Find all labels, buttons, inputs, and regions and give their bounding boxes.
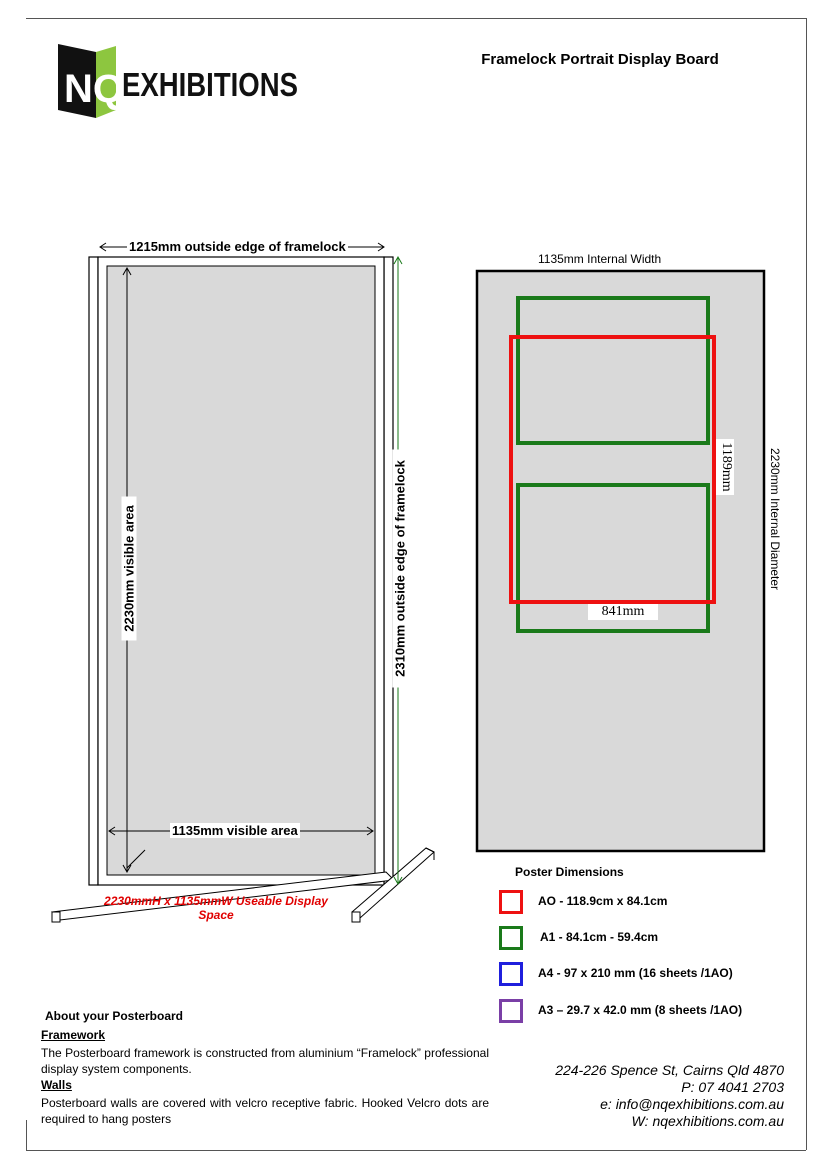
- usable-space-label: 2230mmH x 1135mmW Useable Display Space: [104, 894, 328, 922]
- internal-width-label: 1135mm Internal Width: [538, 252, 662, 266]
- a4-legend-swatch: [499, 962, 523, 986]
- outside-height-label: 2310mm outside edge of framelock: [392, 449, 408, 688]
- nq-exhibitions-logo: NQ EXHIBITIONS: [58, 44, 298, 118]
- about-title: About your Posterboard: [45, 1009, 184, 1023]
- page-border-bottom: [26, 1150, 806, 1151]
- page-border-left: [26, 1120, 27, 1150]
- contact-email[interactable]: e: info@nqexhibitions.com.au: [600, 1096, 784, 1112]
- page-border-right: [806, 18, 807, 1150]
- framework-heading: Framework: [41, 1028, 106, 1042]
- internal-height-label: 2230mm Internal Diameter: [768, 447, 782, 591]
- visible-height-label: 2230mm visible area: [121, 496, 137, 641]
- a0-width-label: 841mm: [588, 604, 658, 620]
- a1-legend-swatch: [499, 926, 523, 950]
- framework-text: The Posterboard framework is constructed…: [41, 1046, 489, 1076]
- visible-width-label: 1135mm visible area: [170, 823, 300, 838]
- logo-text: EXHIBITIONS: [122, 66, 298, 103]
- a3-legend-label: A3 – 29.7 x 42.0 mm (8 sheets /1AO): [538, 1003, 743, 1017]
- a0-legend-swatch: [499, 890, 523, 914]
- walls-heading: Walls: [41, 1078, 72, 1092]
- a1-legend-label: A1 - 84.1cm - 59.4cm: [540, 930, 659, 944]
- internal-panel: [475, 269, 766, 853]
- document-title: Framelock Portrait Display Board: [481, 51, 719, 68]
- outside-width-label: 1215mm outside edge of framelock: [127, 239, 348, 254]
- logo-panel-right: [96, 46, 116, 118]
- a0-height-label: 1189mm: [716, 439, 734, 495]
- poster-dimensions-title: Poster Dimensions: [515, 865, 624, 879]
- logo-panel-left: [58, 44, 96, 118]
- a4-legend-label: A4 - 97 x 210 mm (16 sheets /1AO): [538, 966, 733, 980]
- left-post: [88, 256, 99, 886]
- a1-poster-top: [516, 296, 710, 445]
- right-foot: [351, 911, 361, 923]
- a0-poster: [509, 335, 716, 604]
- visible-panel: [106, 265, 376, 876]
- contact-address: 224-226 Spence St, Cairns Qld 4870: [555, 1062, 784, 1078]
- page-border-top: [26, 18, 806, 19]
- a0-legend-label: AO - 118.9cm x 84.1cm: [538, 894, 668, 908]
- frame-outline: [97, 256, 385, 886]
- walls-text: Posterboard walls are covered with velcr…: [41, 1096, 489, 1126]
- contact-website[interactable]: W: nqexhibitions.com.au: [631, 1113, 784, 1129]
- a3-legend-swatch: [499, 999, 523, 1023]
- contact-phone: P: 07 4041 2703: [681, 1079, 784, 1095]
- left-foot: [51, 911, 61, 923]
- logo-initials: NQ: [64, 67, 124, 111]
